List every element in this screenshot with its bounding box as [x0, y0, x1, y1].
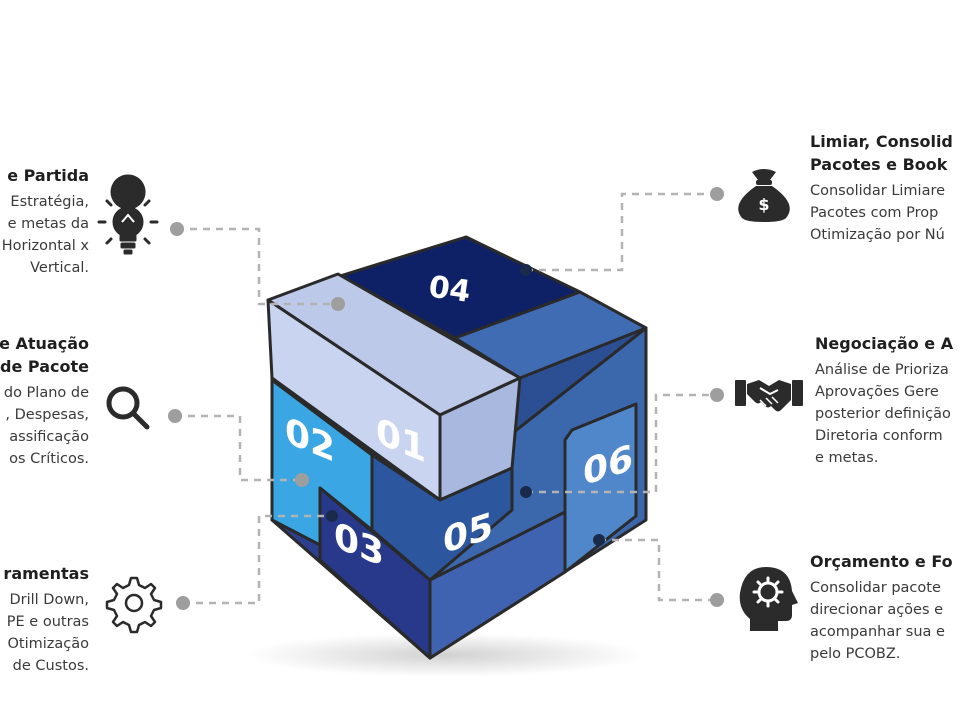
right-block-1: Limiar, Consolid Pacotes e Book Consolid… — [810, 130, 953, 246]
connector-dot — [176, 596, 190, 610]
left-block-1-title: e Partida — [7, 166, 89, 185]
connector-right-3 — [599, 538, 717, 602]
segment-05 — [370, 453, 514, 582]
right-block-2: Negociação e A Análise de Prioriza Aprov… — [815, 332, 953, 469]
money-bag-icon: $ — [738, 169, 790, 222]
left-block-2-body: do Plano de , Despesas, assificação os C… — [3, 385, 89, 467]
cube-shadow — [245, 633, 645, 677]
gear-icon — [105, 576, 163, 634]
magnifier-icon — [106, 386, 150, 430]
connector-left-2 — [175, 414, 302, 482]
left-block-3-title: ramentas — [3, 564, 89, 583]
connector-dot — [710, 593, 724, 607]
cube-number-04: 04 — [426, 269, 472, 309]
right-block-1-title: Limiar, Consolid Pacotes e Book — [810, 132, 953, 174]
left-block-2-title: e Atuação de Pacote — [0, 334, 89, 376]
right-block-1-body: Consolidar Limiare Pacotes com Prop Otim… — [810, 183, 946, 243]
lightbulb-icon — [97, 174, 159, 255]
handshake-icon — [735, 380, 803, 412]
cube-anchor-dot — [593, 534, 605, 546]
right-block-2-body: Análise de Prioriza Aprovações Gere post… — [815, 362, 951, 466]
left-block-2: e Atuação de Pacote do Plano de , Despes… — [0, 332, 89, 470]
connector-dot — [170, 222, 184, 236]
cube-anchor-dot — [326, 510, 338, 522]
right-block-3-title: Orçamento e Fo — [810, 552, 953, 571]
left-block-3-body: Drill Down, PE e outras Otimização de Cu… — [6, 592, 89, 674]
left-block-3: ramentas Drill Down, PE e outras Otimiza… — [3, 562, 89, 677]
cube — [266, 235, 648, 660]
connector-dot — [331, 297, 345, 311]
cube-anchor-dot — [520, 486, 532, 498]
right-block-2-title: Negociação e A — [815, 334, 954, 353]
connector-right-1 — [526, 192, 716, 272]
left-block-1: e Partida Estratégia, e metas da Horizon… — [2, 164, 89, 279]
connector-dot — [710, 187, 724, 201]
head-gear-icon — [739, 567, 798, 631]
right-block-3: Orçamento e Fo Consolidar pacote direcio… — [810, 550, 953, 665]
connector-right-2 — [526, 393, 717, 494]
connector-left-1 — [177, 227, 338, 306]
connector-dot — [710, 388, 724, 402]
right-block-3-body: Consolidar pacote direcionar ações e aco… — [810, 580, 945, 662]
connector-dot — [168, 409, 182, 423]
cube-anchor-dot — [520, 264, 532, 276]
left-block-1-body: Estratégia, e metas da Horizontal x Vert… — [1, 194, 89, 276]
connector-dot — [295, 473, 309, 487]
svg-text:$: $ — [758, 195, 769, 214]
connector-left-3 — [183, 514, 332, 605]
